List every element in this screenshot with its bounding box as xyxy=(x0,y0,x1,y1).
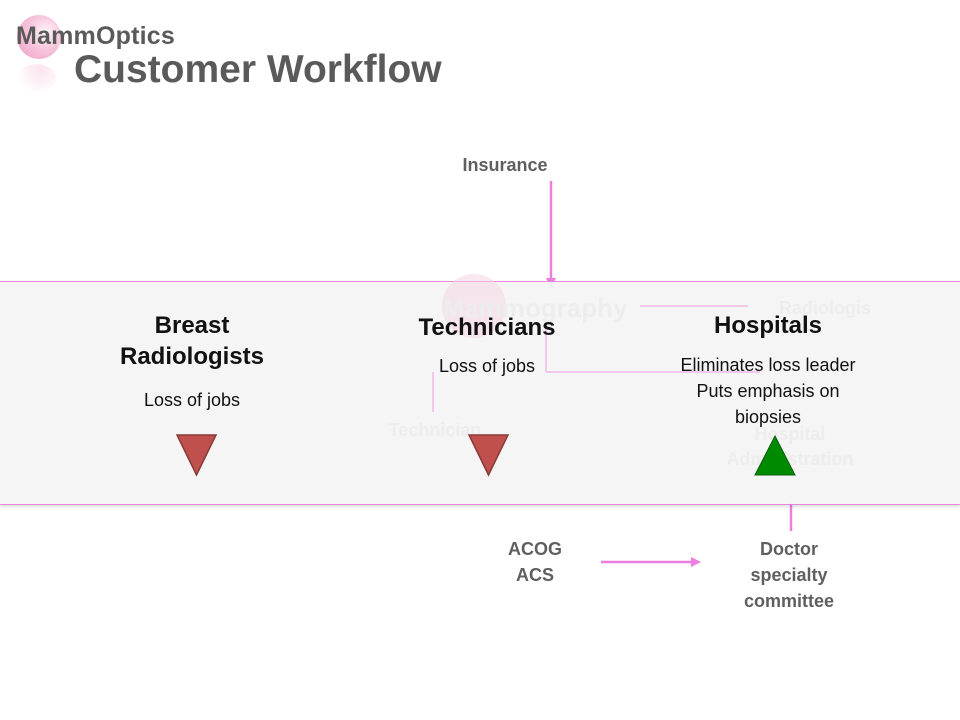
faded-technician-label: Technician xyxy=(388,420,482,440)
impact-technicians: Technicians Loss of jobs xyxy=(387,312,587,379)
doctor-committee-label: Doctor specialty committee xyxy=(743,539,835,611)
down-triangle-icon xyxy=(467,434,510,477)
logo-reflection-icon xyxy=(18,64,56,92)
insurance-label: Insurance xyxy=(462,155,548,175)
down-triangle-icon xyxy=(175,434,218,477)
faded-mammography-label: Mammography xyxy=(442,293,628,323)
impact-title: Hospitals xyxy=(713,312,823,339)
impact-title: Breast Radiologists xyxy=(119,312,264,370)
brand-name: MammOptics xyxy=(16,22,175,50)
impact-detail: Eliminates loss leader Puts emphasis on … xyxy=(680,355,856,427)
impact-detail: Loss of jobs xyxy=(143,390,241,410)
impact-detail: Loss of jobs xyxy=(438,356,536,376)
logo-sphere-icon xyxy=(17,15,61,59)
impact-title: Technicians xyxy=(418,314,556,341)
faded-radiologist-label: Radiologis xyxy=(778,298,871,318)
faded-hospital-label: Hospital Administration xyxy=(726,424,854,469)
impact-hospitals: Hospitals Eliminates loss leader Puts em… xyxy=(648,310,888,430)
page-title: Customer Workflow xyxy=(74,48,442,91)
impact-breast-radiologists: Breast Radiologists Loss of jobs xyxy=(92,310,292,413)
up-triangle-icon xyxy=(754,434,796,476)
acog-acs-label: ACOG ACS xyxy=(508,539,562,585)
